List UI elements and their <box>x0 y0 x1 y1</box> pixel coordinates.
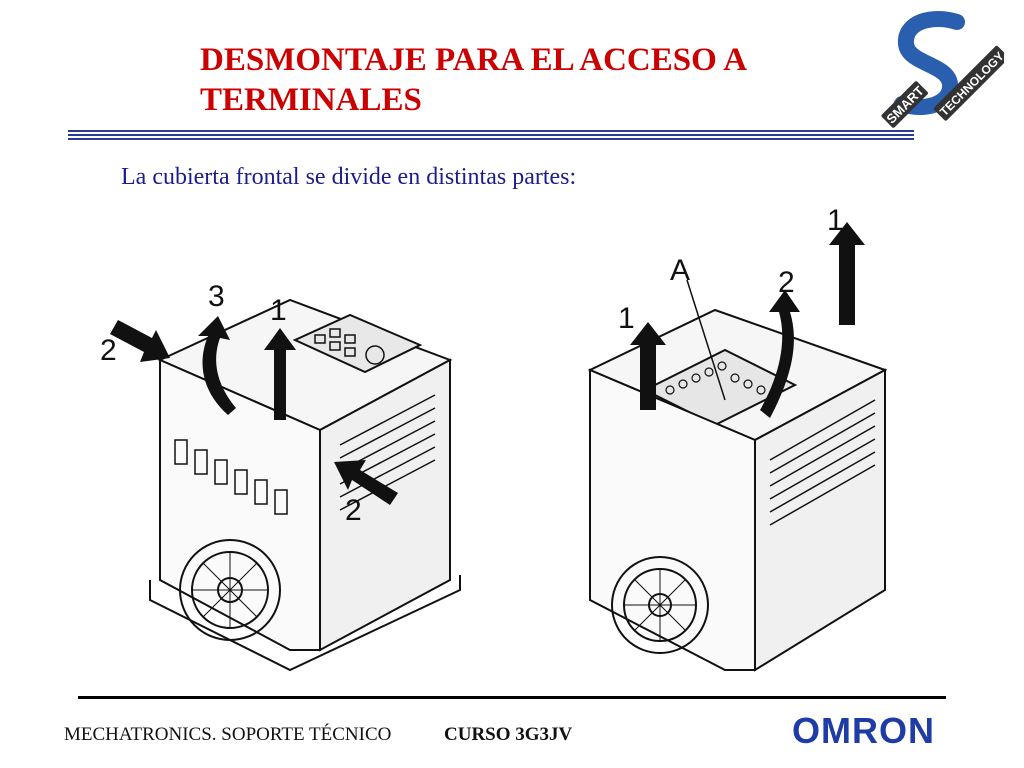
right-vents <box>769 399 876 526</box>
inverter-open-front <box>589 368 756 671</box>
inverter-base <box>149 575 461 672</box>
inverter-figure-left: 3 1 2 2 <box>100 280 461 672</box>
label-1-top: 1 <box>827 204 844 237</box>
inverter-open-right <box>754 368 886 672</box>
arrow-2-bottom <box>334 460 398 505</box>
arrow-2-top <box>110 320 170 362</box>
title-line-2: TERMINALES <box>200 82 422 118</box>
footer-divider <box>78 696 946 699</box>
title-divider <box>68 130 914 142</box>
omron-logo: OMRON <box>792 710 935 751</box>
label-2-top: 2 <box>100 334 117 367</box>
logo-s-shape <box>894 11 965 116</box>
label-a: A <box>670 254 690 287</box>
slide-title: DESMONTAJE PARA EL ACCESO A TERMINALES <box>200 40 800 120</box>
inverter-right-face <box>319 358 451 652</box>
label-1: 1 <box>270 294 287 327</box>
arrow-3 <box>198 316 236 415</box>
title-line-1: DESMONTAJE PARA EL ACCESO A <box>200 42 748 78</box>
logo-band-technology <box>933 45 1004 121</box>
arrow-1-left <box>630 322 666 410</box>
arrow-1 <box>264 328 296 420</box>
footer-course: CURSO 3G3JV <box>444 724 573 745</box>
inverter-front-face <box>159 358 321 651</box>
pointer-a <box>686 279 726 401</box>
fan-icon <box>179 539 281 641</box>
arrow-2-curve <box>760 290 800 418</box>
label-2-bottom: 2 <box>345 494 362 527</box>
knob-icon <box>365 345 385 365</box>
inverter-figure-right: 1 A 1 2 <box>587 204 888 672</box>
keypad-buttons <box>314 328 385 365</box>
front-vents <box>174 439 288 515</box>
label-1-left: 1 <box>618 302 635 335</box>
arrow-1-top <box>829 222 865 325</box>
label-3: 3 <box>208 280 225 313</box>
smart-technology-logo: SMART TECHNOLOGY <box>881 11 1004 128</box>
fan-icon <box>611 556 709 654</box>
inverter-keypad <box>292 313 423 374</box>
footer-department: MECHATRONICS. SOPORTE TÉCNICO <box>64 724 392 745</box>
label-2: 2 <box>778 266 795 299</box>
slide-subtitle: La cubierta frontal se divide en distint… <box>121 164 577 190</box>
logo-band-smart <box>881 81 928 128</box>
terminal-screws <box>665 361 766 395</box>
